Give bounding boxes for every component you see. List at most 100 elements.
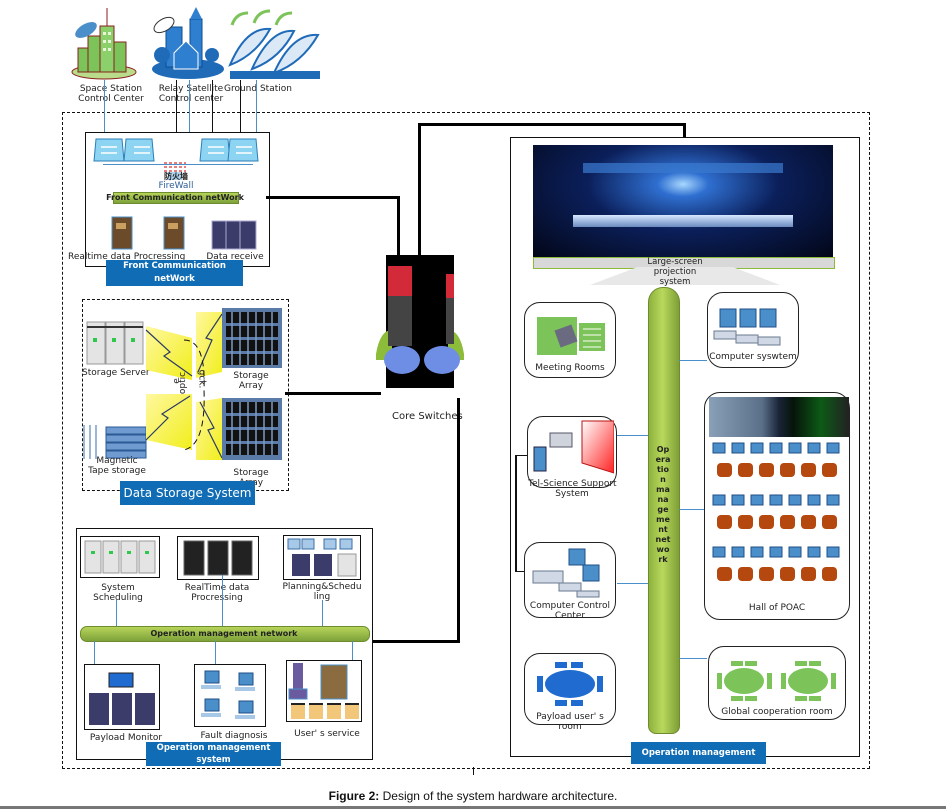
title-line: Operation management bbox=[156, 743, 271, 753]
site-link bbox=[189, 80, 190, 150]
realtime-processing-node[interactable] bbox=[177, 536, 259, 580]
core-switches-label: Core Switches bbox=[392, 411, 463, 422]
seat-icon bbox=[759, 515, 774, 529]
label-line: RealTime data bbox=[184, 583, 250, 593]
ground-station-icon bbox=[228, 9, 320, 79]
room-link bbox=[679, 658, 707, 659]
pc-icon bbox=[769, 442, 783, 454]
room-link bbox=[617, 435, 648, 436]
seat-icon bbox=[801, 463, 816, 477]
label-fragment: na bbox=[657, 495, 669, 504]
users-service-label: User' s service bbox=[294, 729, 360, 739]
pc-icon bbox=[750, 494, 764, 506]
room-link bbox=[679, 509, 707, 510]
label-line: Storage bbox=[233, 468, 269, 478]
switch-icon bbox=[227, 138, 259, 162]
pc-icon bbox=[826, 546, 840, 558]
users-service-node[interactable] bbox=[286, 660, 362, 722]
realtime-processing-label: Realtime data Procressing bbox=[68, 252, 186, 262]
seat-icon bbox=[738, 567, 753, 581]
label-line: system bbox=[659, 277, 691, 287]
label-line: System bbox=[101, 583, 135, 593]
label-line: Tape storage bbox=[88, 466, 146, 476]
computer-system-label: Computer syswtem bbox=[709, 352, 797, 362]
seat-icon bbox=[780, 515, 795, 529]
firewall-link bbox=[176, 80, 177, 170]
hall-of-poac[interactable]: Hall of POAC bbox=[704, 392, 850, 620]
room-link bbox=[617, 583, 648, 584]
label-line: Tel-Science Support bbox=[528, 479, 617, 489]
label-line: Storage bbox=[233, 371, 269, 381]
projector-screen-icon bbox=[533, 420, 614, 474]
seat-icon bbox=[822, 515, 837, 529]
pc-icon bbox=[826, 494, 840, 506]
payload-monitor-label: Payload Monitor bbox=[89, 733, 163, 743]
planning-scheduling-node[interactable] bbox=[283, 535, 361, 580]
link-core-to-place bbox=[418, 123, 421, 258]
label-fragment: wo bbox=[656, 545, 670, 554]
seat-icon bbox=[738, 463, 753, 477]
switch-icon bbox=[199, 138, 231, 162]
seat-icon bbox=[801, 515, 816, 529]
pc-icon bbox=[712, 494, 726, 506]
seat-icon bbox=[759, 567, 774, 581]
fiber-text: gck. bbox=[196, 369, 207, 389]
firewall-label: FireWall bbox=[158, 181, 194, 191]
label-line: Control center bbox=[158, 94, 224, 104]
label-line: Procressing bbox=[191, 593, 243, 603]
monitor-workstations-icon bbox=[89, 672, 155, 725]
seat-icon bbox=[717, 463, 732, 477]
seat-icon bbox=[738, 515, 753, 529]
telescience-control-link bbox=[515, 455, 529, 456]
pc-icon bbox=[731, 494, 745, 506]
caption-text: Design of the system hardware architectu… bbox=[379, 789, 618, 803]
telescience-control-link bbox=[515, 455, 517, 572]
screen-panel bbox=[583, 163, 783, 173]
computer-system-room[interactable]: Computer syswtem bbox=[707, 292, 799, 368]
title-line: netWork bbox=[154, 274, 195, 284]
label-line: Control Center bbox=[78, 94, 144, 104]
label-line: Planning&Schedu bbox=[282, 582, 362, 592]
meeting-rooms[interactable]: Meeting Rooms bbox=[524, 302, 616, 378]
link-storage-to-core bbox=[285, 392, 381, 395]
label-line: System bbox=[555, 489, 589, 499]
bottom-rule bbox=[0, 806, 946, 809]
label-fragment: ma bbox=[656, 485, 670, 494]
ops-network-pipe bbox=[80, 626, 370, 642]
seat-icon bbox=[759, 463, 774, 477]
pc-icon bbox=[807, 494, 821, 506]
label-line: Array bbox=[238, 381, 264, 391]
ground-station-label: Ground Station bbox=[224, 84, 292, 94]
site-link bbox=[256, 80, 257, 158]
storage-array-icon bbox=[222, 308, 282, 368]
seat-icon bbox=[717, 567, 732, 581]
room-link bbox=[679, 360, 707, 361]
fault-diagnosis-node[interactable] bbox=[194, 664, 266, 727]
pc-cluster-icon bbox=[201, 670, 255, 719]
seat-icon bbox=[822, 567, 837, 581]
payload-monitor-node[interactable] bbox=[84, 664, 160, 730]
storage-server-icon bbox=[86, 321, 144, 365]
switch-icon bbox=[93, 138, 125, 162]
seat-icon bbox=[780, 463, 795, 477]
node-link bbox=[222, 575, 223, 627]
computers-icon bbox=[713, 308, 781, 346]
node-link bbox=[215, 641, 216, 665]
conference-tables-green-icon bbox=[717, 661, 836, 701]
firewall-cn-label: 防火墙 bbox=[164, 172, 188, 181]
seat-icon bbox=[801, 567, 816, 581]
workstations-icon bbox=[287, 538, 357, 577]
pc-icon bbox=[731, 442, 745, 454]
ops-vertical-network bbox=[648, 287, 680, 734]
link-front-to-core bbox=[397, 196, 400, 258]
global-cooperation-room[interactable]: Global cooperation room bbox=[708, 646, 846, 720]
link-core-to-place bbox=[683, 123, 686, 137]
title-line: system bbox=[196, 755, 231, 765]
system-scheduling-node[interactable] bbox=[80, 536, 160, 578]
